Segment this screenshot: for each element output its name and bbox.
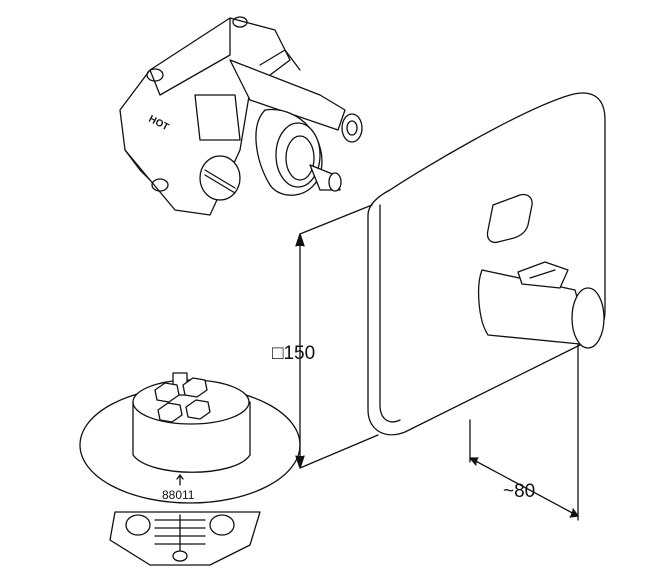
rough-in-valve — [119, 16, 363, 216]
depth-dimension — [469, 344, 579, 521]
height-dimension — [295, 204, 379, 469]
thermostat-trim — [367, 92, 606, 436]
cartridge-part-number: 88011 — [162, 488, 195, 502]
thermostatic-cartridge — [79, 372, 301, 566]
height-dimension-label: □150 — [272, 343, 316, 364]
depth-dimension-label: ~80 — [503, 481, 536, 502]
